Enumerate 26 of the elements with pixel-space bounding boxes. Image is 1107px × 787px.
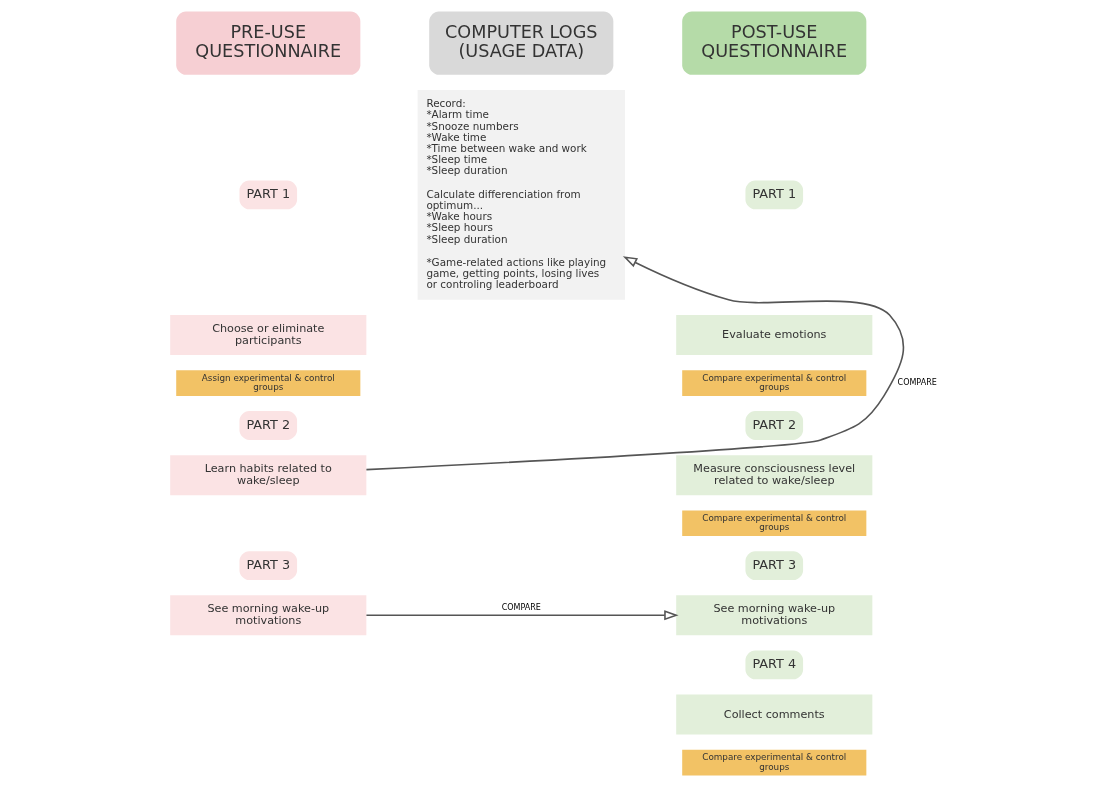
edge-label: COMPARE [897, 378, 937, 388]
node-box: PART 1 [745, 180, 804, 210]
node-box: Evaluate emotions [676, 315, 873, 356]
node-box: Measure consciousness level related to wake/sleep [676, 455, 873, 496]
node-box: PART 2 [745, 411, 804, 440]
node-box: COMPUTER LOGS (USAGE DATA) [429, 11, 614, 75]
node-box: PRE-USE QUESTIONNAIRE [176, 11, 361, 75]
node-box: Compare experimental & control groups [682, 510, 867, 536]
node-box: PART 4 [745, 650, 804, 680]
node-box: PART 3 [239, 551, 298, 581]
node-box: POST-USE QUESTIONNAIRE [682, 11, 867, 75]
node-box: PART 3 [745, 551, 804, 581]
node-box: PART 1 [239, 180, 298, 210]
node-box: Record: *Alarm time *Snooze numbers *Wake time *Time between wake and work *Sleep time *Sleep duration Calculate differenciation from optimum... *Wake hours *Sleep hours *Sleep duration *Game-related actions like playing game, getting points, losing lives or controling leaderboard [417, 90, 625, 300]
node-box: PART 2 [239, 411, 298, 440]
node-box: Compare experimental & control groups [682, 749, 867, 776]
edge-label: COMPARE [501, 603, 541, 613]
node-box: Choose or eliminate participants [170, 315, 367, 356]
node-box: Assign experimental & control groups [176, 370, 361, 396]
node-box: See morning wake-up motivations [676, 595, 873, 636]
node-box: Learn habits related to wake/sleep [170, 455, 367, 496]
arrow [365, 610, 679, 621]
node-box: Collect comments [676, 694, 873, 735]
node-box: Compare experimental & control groups [682, 370, 867, 396]
arrow [365, 256, 905, 471]
node-box: See morning wake-up motivations [170, 595, 367, 636]
